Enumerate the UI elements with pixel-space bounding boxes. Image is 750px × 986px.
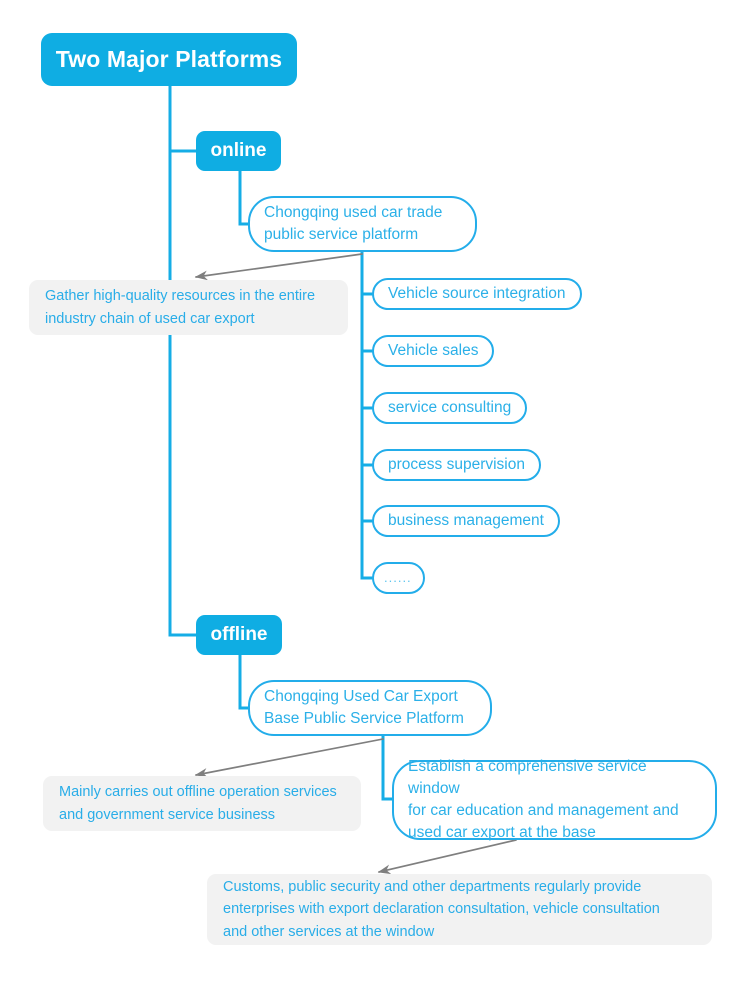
annotation-note-detail: Customs, public security and other depar… — [207, 874, 712, 945]
leaf-node-service-consulting[interactable]: service consulting — [372, 392, 528, 424]
leaf-node-label: Vehicle sales — [388, 341, 479, 359]
annotation-note-online: Gather high-quality resources in the ent… — [29, 280, 348, 335]
root-node-label: Two Major Platforms — [55, 46, 283, 72]
detail-node-label: Establish a comprehensive service window… — [408, 757, 679, 841]
leaf-node-label: process supervision — [388, 455, 525, 473]
platform-node-offline[interactable]: Chongqing Used Car Export Base Public Se… — [248, 680, 492, 736]
leaf-node-label: business management — [388, 511, 544, 529]
platform-node-online-label: Chongqing used car trade public service … — [264, 203, 443, 243]
leaf-node-vehicle-sales[interactable]: Vehicle sales — [372, 335, 495, 367]
platform-node-online[interactable]: Chongqing used car trade public service … — [248, 196, 477, 252]
root-node[interactable]: Two Major Platforms — [41, 33, 297, 86]
leaf-node-business-management[interactable]: business management — [372, 505, 560, 537]
detail-node-service-window[interactable]: Establish a comprehensive service window… — [392, 758, 717, 841]
branch-node-online-label: online — [210, 140, 267, 161]
branch-node-online[interactable]: online — [196, 131, 281, 171]
annotation-note-online-label: Gather high-quality resources in the ent… — [45, 287, 316, 327]
annotation-note-offline: Mainly carries out offline operation ser… — [43, 776, 361, 831]
branch-node-offline-label: offline — [210, 624, 268, 645]
platform-node-offline-label: Chongqing Used Car Export Base Public Se… — [264, 687, 464, 727]
leaf-node-label: ...... — [384, 569, 412, 585]
leaf-node-vehicle-source-integration[interactable]: Vehicle source integration — [372, 278, 582, 310]
leaf-node-ellipsis[interactable]: ...... — [372, 562, 425, 594]
annotation-arrow-detail — [377, 839, 517, 875]
annotation-arrow-offline — [194, 738, 384, 778]
annotation-arrow-online — [194, 253, 363, 281]
annotation-note-detail-label: Customs, public security and other depar… — [223, 878, 660, 940]
branch-node-offline[interactable]: offline — [196, 615, 282, 655]
annotation-note-offline-label: Mainly carries out offline operation ser… — [59, 783, 337, 823]
leaf-node-label: Vehicle source integration — [388, 284, 566, 302]
leaf-node-label: service consulting — [388, 398, 512, 416]
leaf-node-process-supervision[interactable]: process supervision — [372, 449, 541, 481]
